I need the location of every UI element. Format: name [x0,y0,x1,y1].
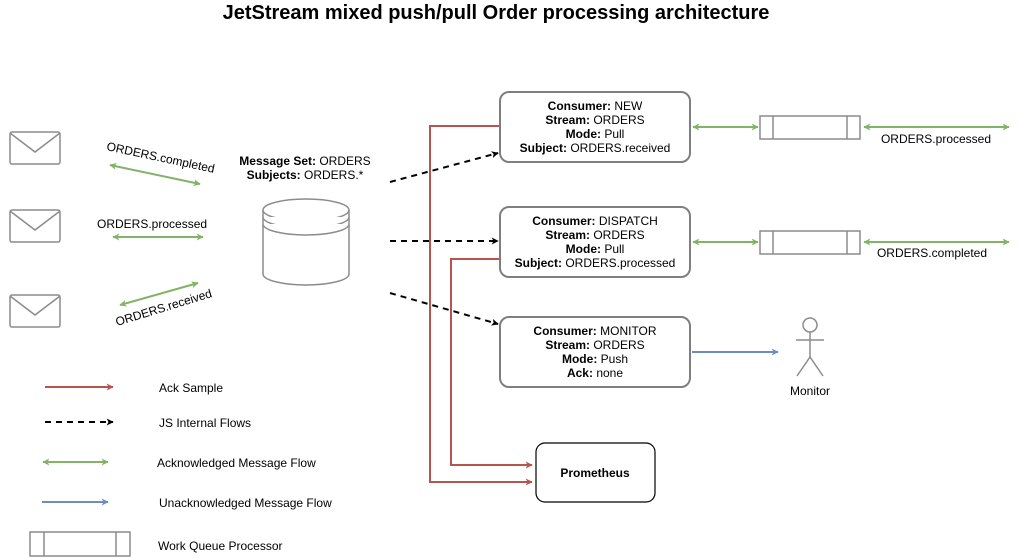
svg-text:Stream: ORDERS: Stream: ORDERS [545,228,644,242]
legend-unacknowledged-label: Unacknowledged Message Flow [159,496,332,510]
svg-text:Stream: ORDERS: Stream: ORDERS [545,338,644,352]
internal-flow-arrow [389,151,499,183]
internal-flow-arrow [389,292,499,326]
envelope-icon [9,209,61,243]
svg-text:Subject: ORDERS.processed: Subject: ORDERS.processed [515,256,676,270]
output-label-processed: ORDERS.processed [881,132,991,146]
subjects-label: Subjects: ORDERS.* [247,168,364,182]
flow-label-processed: ORDERS.processed [97,217,207,231]
svg-text:Consumer: MONITOR: Consumer: MONITOR [533,324,656,338]
svg-text:Consumer: DISPATCH: Consumer: DISPATCH [532,214,658,228]
svg-text:Stream: ORDERS: Stream: ORDERS [545,113,644,127]
svg-text:Mode: Pull: Mode: Pull [566,242,625,256]
work-queue-processor [759,115,861,140]
legend-ack-sample-label: Ack Sample [159,381,223,395]
svg-text:Ack: none: Ack: none [567,366,623,380]
publish-received-arrow [119,281,199,307]
monitor-person-icon [796,317,824,377]
envelope-icon [9,294,61,328]
svg-text:Mode: Pull: Mode: Pull [566,127,625,141]
work-queue-processor [759,230,861,255]
consumer-box-monitor: Consumer: MONITOR Stream: ORDERS Mode: P… [499,316,691,388]
message-set-label: Message Set: ORDERS [239,154,370,168]
legend-work-queue-label: Work Queue Processor [158,539,283,553]
svg-text:Prometheus: Prometheus [560,466,630,480]
publish-completed-arrow [109,162,201,187]
monitor-label: Monitor [790,384,830,398]
legend-internal-label: JS Internal Flows [159,416,251,430]
ack-sample-arrow [450,258,533,469]
stream-cylinder-icon [262,198,350,286]
consumer-box-dispatch: Consumer: DISPATCH Stream: ORDERS Mode: … [499,206,691,278]
ack-sample-arrow [429,125,533,486]
envelope-icon [9,131,61,165]
legend: Ack Sample JS Internal Flows Acknowledge… [29,381,332,557]
svg-text:Mode: Push: Mode: Push [562,352,628,366]
legend-acknowledged-label: Acknowledged Message Flow [157,456,316,470]
svg-text:Consumer: NEW: Consumer: NEW [548,99,643,113]
legend-work-queue-swatch [29,531,131,557]
flow-label-completed: ORDERS.completed [105,139,216,176]
diagram-title: JetStream mixed push/pull Order processi… [223,2,770,24]
svg-text:Subject: ORDERS.received: Subject: ORDERS.received [520,141,671,155]
consumer-box-new: Consumer: NEW Stream: ORDERS Mode: Pull … [499,91,691,163]
prometheus-box: Prometheus [535,442,656,503]
output-label-completed: ORDERS.completed [877,246,987,260]
